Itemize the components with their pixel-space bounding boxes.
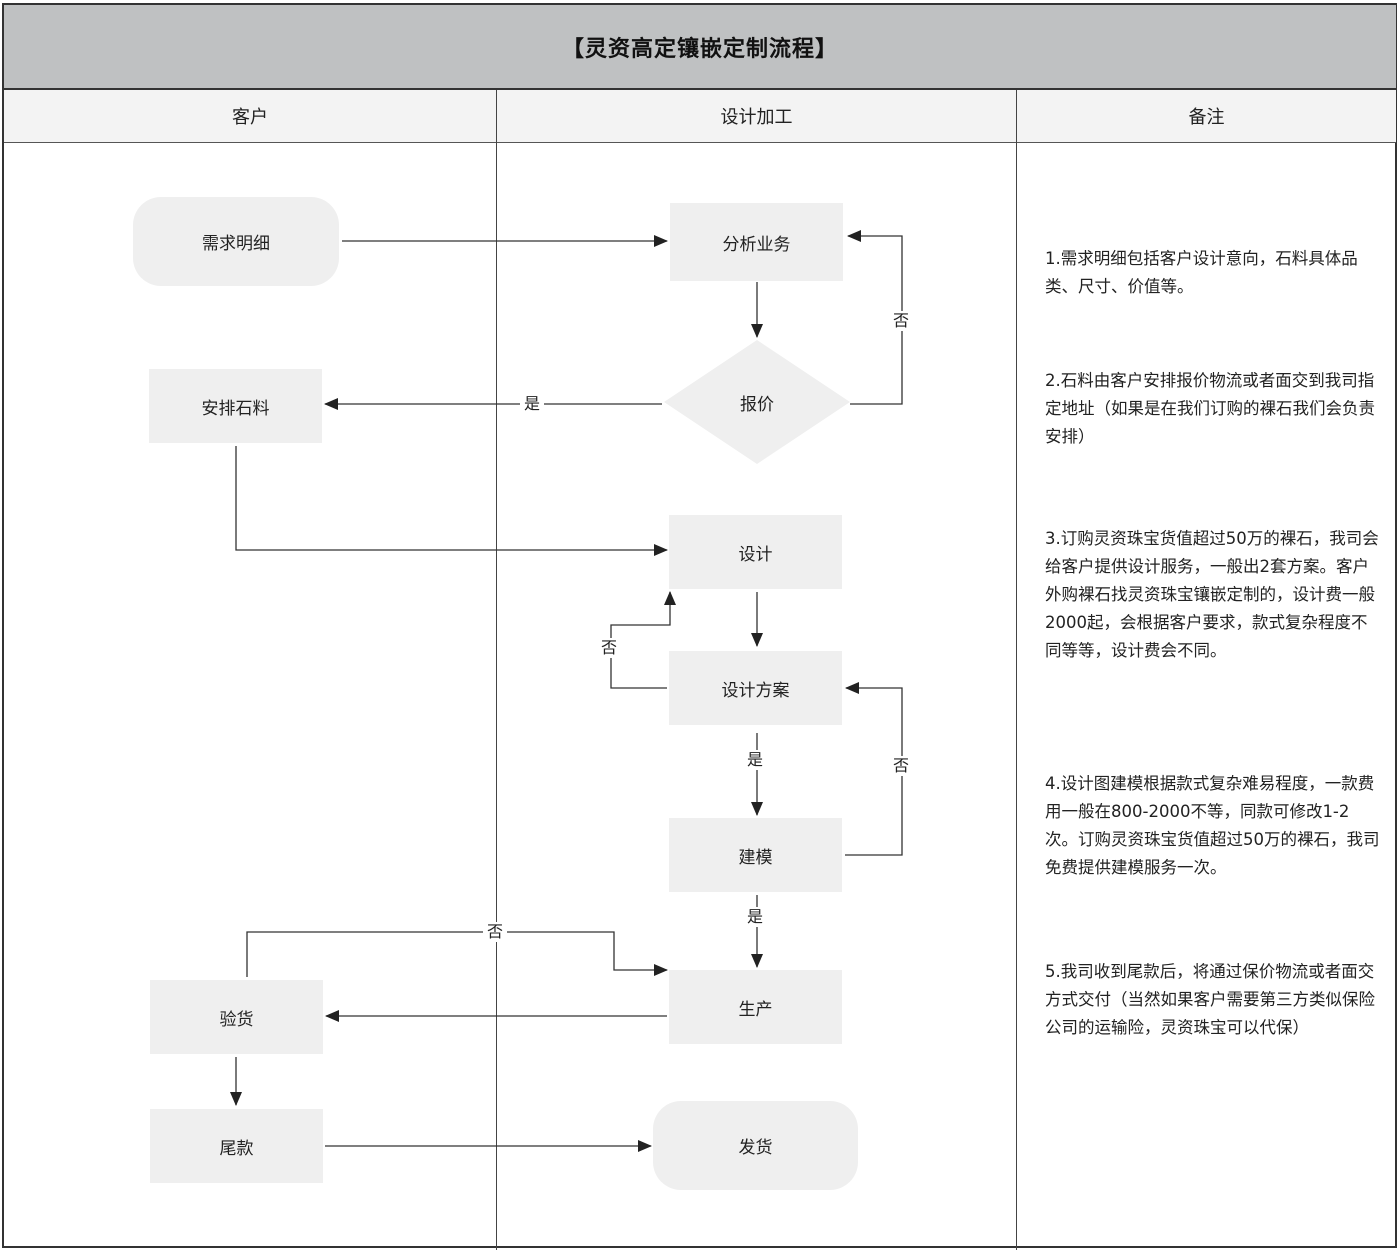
edge-label-plan-yes: 是 <box>743 750 768 770</box>
note-4: 4.设计图建模根据款式复杂难易程度，一款费用一般在800-2000不等，同款可修… <box>1045 774 1380 877</box>
node-modeling: 建模 <box>669 818 842 892</box>
edge-label-model-no: 否 <box>889 756 914 776</box>
column-header-notes: 备注 <box>1188 107 1225 128</box>
node-inspection: 验货 <box>150 980 323 1054</box>
note-3: 3.订购灵资珠宝货值超过50万的裸石，我司会给客户提供设计服务，一般出2套方案。… <box>1045 529 1379 660</box>
edge-stone-design <box>235 446 668 556</box>
edge-label-inspect-no: 否 <box>483 922 508 942</box>
node-design-plan: 设计方案 <box>669 651 842 725</box>
note-2: 2.石料由客户安排报价物流或者面交到我司指定地址（如果是在我们订购的裸石我们会负… <box>1045 371 1375 446</box>
column-header-design: 设计加工 <box>720 107 793 128</box>
edge-inspect-no <box>246 931 668 977</box>
node-analysis: 分析业务 <box>670 203 843 281</box>
lane-divider-design <box>1016 90 1017 1250</box>
quote-diamond <box>664 340 850 464</box>
edge-label-quote-no: 否 <box>889 311 914 331</box>
node-production: 生产 <box>669 970 842 1044</box>
edge-label-quote-yes: 是 <box>520 394 545 414</box>
node-arrange-stone: 安排石料 <box>149 369 322 443</box>
note-1: 1.需求明细包括客户设计意向，石料具体品类、尺寸、价值等。 <box>1045 249 1358 296</box>
node-demand: 需求明细 <box>133 197 339 286</box>
node-design: 设计 <box>669 515 842 589</box>
node-final-payment: 尾款 <box>150 1109 323 1183</box>
edge-plan-no <box>610 591 676 689</box>
edge-label-model-yes: 是 <box>743 907 768 927</box>
node-shipping: 发货 <box>653 1101 858 1190</box>
column-header-row: 客户 设计加工 备注 <box>4 90 1396 143</box>
column-header-customer: 客户 <box>232 107 268 128</box>
edge-label-plan-no: 否 <box>597 638 622 658</box>
node-quote-label: 报价 <box>740 394 774 415</box>
note-5: 5.我司收到尾款后，将通过保价物流或者面交方式交付（当然如果客户需要第三方类似保… <box>1045 962 1375 1037</box>
page-title: 【灵资高定镶嵌定制流程】 <box>4 5 1396 90</box>
lane-divider-customer <box>496 90 497 1250</box>
